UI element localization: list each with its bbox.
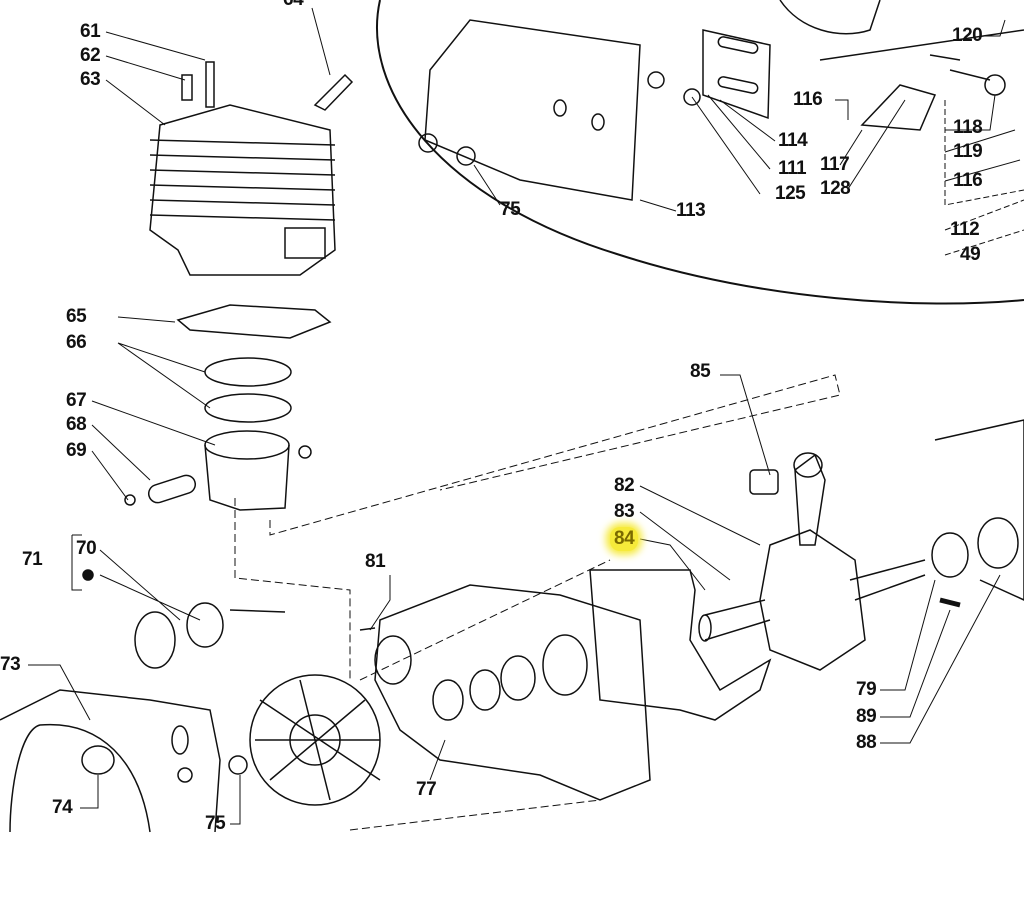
callout-65: 65	[66, 306, 87, 327]
callout-77: 77	[416, 779, 437, 800]
nut-part	[228, 755, 248, 775]
piston-part	[204, 430, 290, 511]
callout-49: 49	[960, 244, 981, 265]
callout-74: 74	[52, 797, 73, 818]
callout-66: 66	[66, 332, 87, 353]
callout-64: 64	[283, 0, 304, 10]
needle-bearing-part	[749, 469, 779, 495]
callout-79: 79	[856, 679, 877, 700]
callout-63: 63	[80, 69, 101, 90]
callout-81: 81	[365, 551, 386, 572]
callout-75-b: 75	[205, 813, 226, 834]
callout-71: 71	[22, 549, 43, 570]
drain-plug-part	[134, 602, 286, 669]
callout-128: 128	[820, 178, 851, 199]
callout-82: 82	[614, 475, 635, 496]
callout-118: 118	[953, 117, 983, 138]
piston-pin-part	[147, 474, 197, 504]
callout-114: 114	[778, 130, 808, 151]
callout-117: 117	[820, 154, 850, 175]
callout-84-highlighted: 84	[610, 527, 639, 551]
cylinder-gasket-part	[176, 304, 332, 339]
starter-housing-part	[0, 689, 221, 833]
crankshaft-part	[698, 452, 926, 671]
callout-113: 113	[676, 200, 706, 221]
crankcase-gasket-part	[589, 569, 772, 721]
callout-73: 73	[0, 654, 21, 675]
chain-guard-part	[418, 19, 665, 201]
blank-margin	[0, 833, 1024, 899]
callout-119: 119	[953, 141, 983, 162]
piston-ring-part	[204, 393, 292, 423]
bearing-part	[977, 517, 1019, 569]
callout-116: 116	[793, 89, 823, 110]
oil-seal-part	[931, 532, 969, 578]
callout-68: 68	[66, 414, 87, 435]
callout-89: 89	[856, 706, 877, 727]
piston-ring-part	[204, 357, 292, 387]
callout-83: 83	[614, 501, 635, 522]
callout-85: 85	[690, 361, 711, 382]
callout-88: 88	[856, 732, 877, 753]
callout-111: 111	[778, 158, 807, 179]
callout-120: 120	[952, 25, 983, 46]
callout-116-b: 116	[953, 170, 983, 191]
callout-112: 112	[950, 219, 980, 240]
detail-inset-oval	[376, 0, 1024, 305]
callout-67: 67	[66, 390, 87, 411]
callout-61: 61	[80, 21, 101, 42]
callout-69: 69	[66, 440, 87, 461]
callout-75: 75	[500, 199, 521, 220]
flywheel-part	[249, 674, 381, 806]
callout-70: 70	[76, 538, 97, 559]
callout-125: 125	[775, 183, 806, 204]
crankcase-part	[359, 584, 651, 801]
cylinder-part	[149, 61, 354, 276]
bracket-part	[860, 84, 937, 131]
callout-62: 62	[80, 45, 101, 66]
bar-plate-part	[683, 29, 771, 120]
